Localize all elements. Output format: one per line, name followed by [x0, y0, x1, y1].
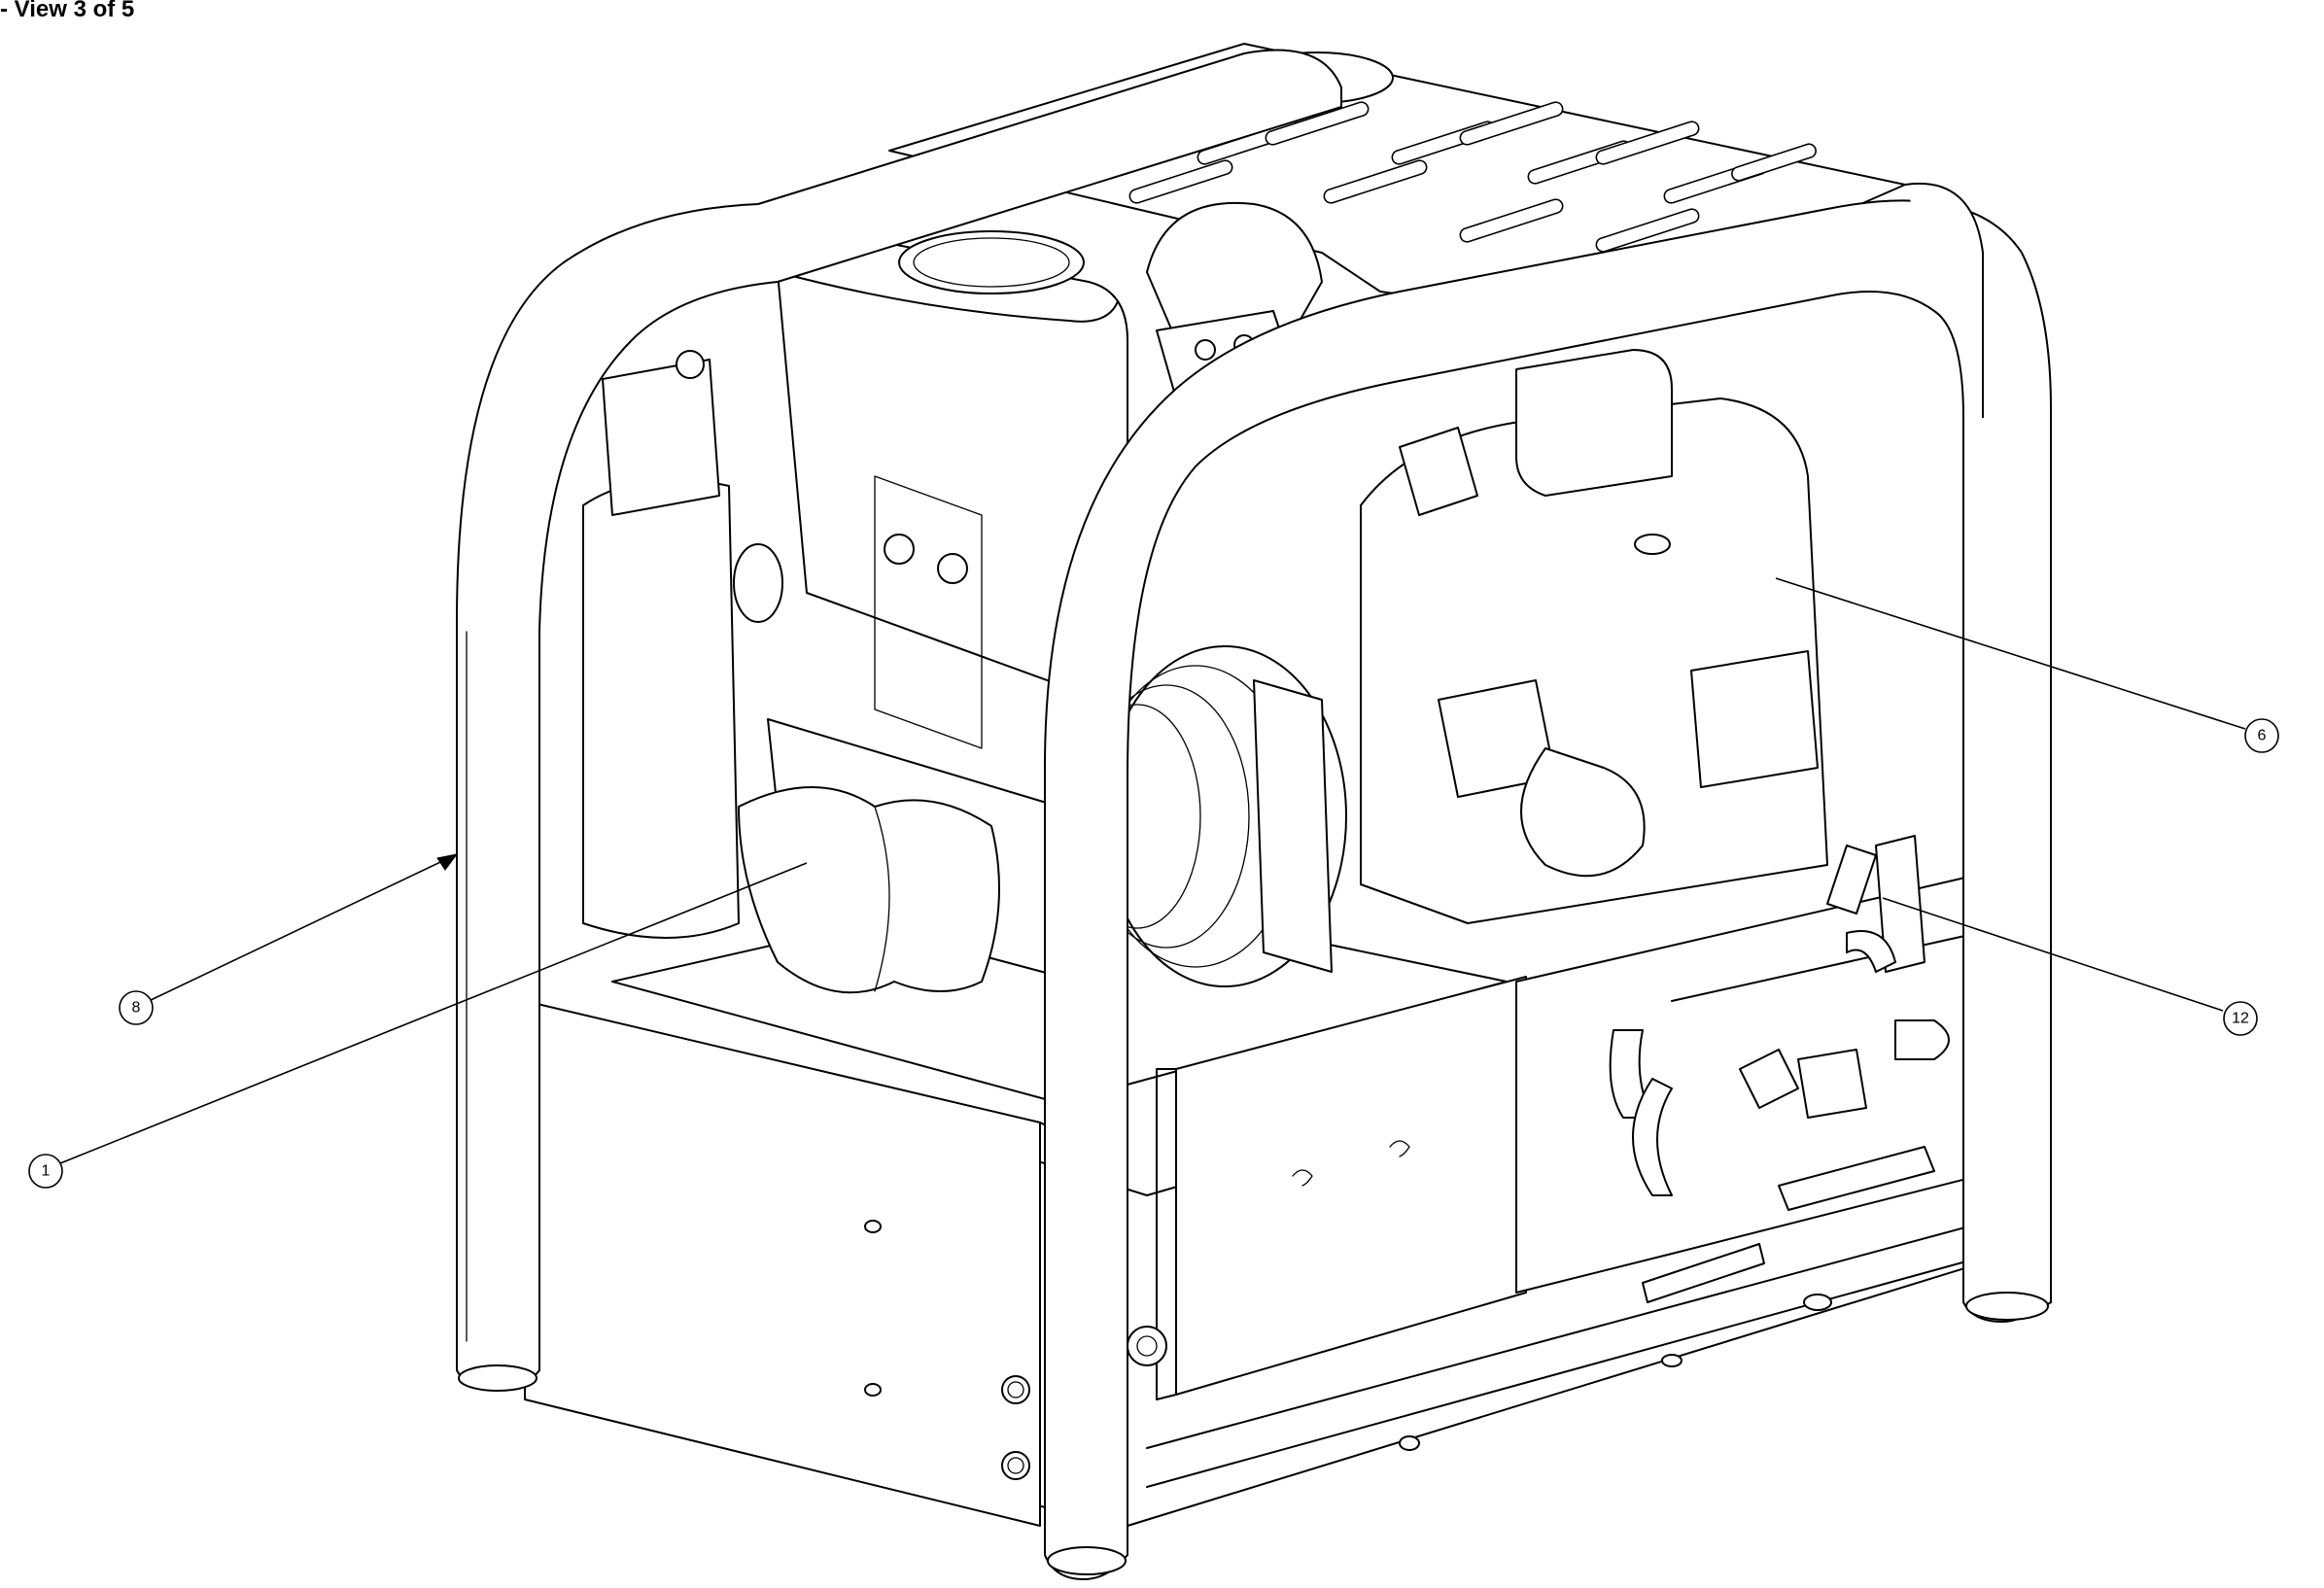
callout-bubble-6 — [2244, 718, 2279, 753]
right-side-panel — [1515, 835, 1979, 1303]
heater-box — [1360, 349, 1828, 924]
front-panel — [524, 1000, 1051, 1532]
callout-1: 1 — [28, 862, 808, 1189]
callout-bubble-1 — [28, 1154, 63, 1189]
fuel-tank — [582, 350, 783, 939]
air-filter — [738, 786, 1000, 994]
callout-label-6: 6 — [2258, 728, 2267, 744]
callout-bubble-8 — [119, 990, 154, 1025]
callout-label-1: 1 — [42, 1163, 51, 1180]
callout-12: 12 — [1882, 897, 2258, 1036]
callout-6: 6 — [1775, 577, 2279, 753]
callout-label-12: 12 — [2232, 1011, 2249, 1027]
view-title: - View 3 of 5 — [0, 0, 135, 22]
callout-bubble-12 — [2223, 1001, 2258, 1036]
callout-8: 8 — [119, 853, 459, 1025]
roll-cage — [456, 49, 2052, 1580]
callout-label-8: 8 — [132, 1000, 141, 1017]
